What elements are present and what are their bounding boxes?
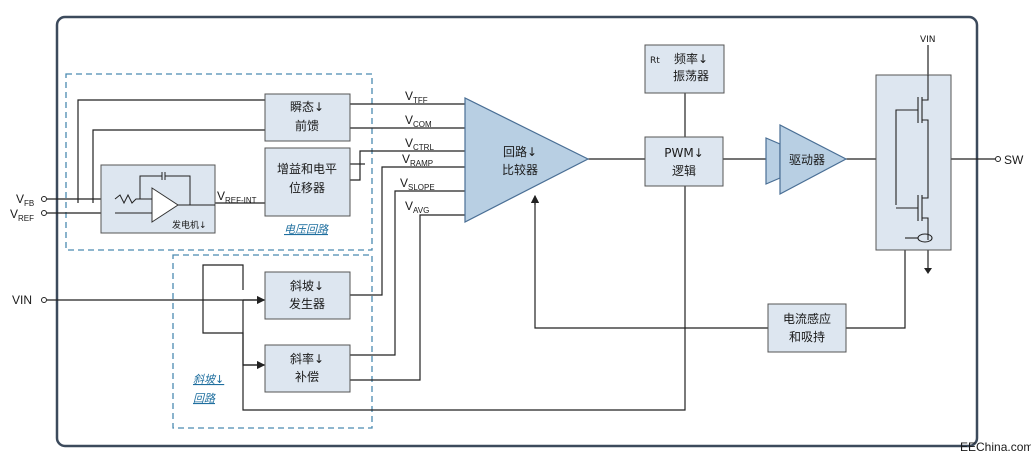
- oscillator-block: Rt 频率↓ 振荡器: [644, 44, 725, 94]
- gain-level-label-1: 增益和电平: [277, 162, 337, 176]
- voltage-loop-region: [65, 73, 373, 251]
- ramp-gen-label-1: 斜坡↓: [290, 279, 324, 293]
- slope-comp-label-1: 斜率↓: [290, 351, 324, 366]
- current-sense-label-1: 电流感应: [783, 311, 831, 326]
- oscillator-rt-label: Rt: [650, 56, 660, 66]
- driver-block: 驱动器: [765, 124, 848, 195]
- slope-comp-label-2: 补偿: [295, 369, 319, 384]
- transient-ff-block: 瞬态↓ 前馈: [264, 93, 351, 142]
- vref-pin-label: VREF: [10, 207, 34, 223]
- pwm-label-2: 逻辑: [672, 164, 696, 178]
- vfb-pin-label: VFB: [16, 192, 34, 208]
- vcom-label: VCOM: [405, 113, 432, 129]
- pwm-label-1: PWM↓: [664, 146, 704, 160]
- transient-ff-label-1: 瞬态↓: [290, 100, 324, 114]
- arrow-wires: [243, 194, 540, 370]
- vin-top-label: VIN: [920, 35, 936, 45]
- vctrl-label: VCTRL: [405, 136, 434, 152]
- voltage-loop-note: 电压回路: [284, 223, 329, 236]
- error-amp-block: 发电机↓: [100, 164, 216, 234]
- loop-comparator: 回路↓ 比较器: [464, 97, 590, 223]
- vramp-label: VRAMP: [402, 152, 433, 168]
- power-stage-block: [875, 74, 952, 274]
- wires: [47, 45, 995, 411]
- sw-pin-label: SW: [1004, 153, 1024, 167]
- gain-level-label-2: 位移器: [289, 180, 325, 195]
- comparator-label-1: 回路↓: [503, 144, 537, 159]
- comparator-label-2: 比较器: [502, 162, 538, 177]
- vtff-label: VTFF: [405, 89, 428, 105]
- amplifier-symbol: [151, 187, 179, 223]
- gain-level-block: 增益和电平 位移器: [264, 147, 351, 217]
- vslope-label: VSLOPE: [400, 176, 435, 192]
- oscillator-label-2: 振荡器: [673, 69, 709, 83]
- ramp-generator-block: 斜坡↓ 发生器: [264, 271, 351, 320]
- vin-pin-label: VIN: [12, 293, 32, 307]
- slope-comp-block: 斜率↓ 补偿: [264, 344, 351, 393]
- ramp-gen-label-2: 发生器: [289, 296, 325, 311]
- vrefint-label: VREF-INT: [217, 189, 257, 205]
- current-sense-label-2: 和吸持: [789, 329, 825, 344]
- transient-ff-label-2: 前馈: [295, 118, 319, 133]
- watermark: EEChina.com: [960, 440, 1031, 454]
- pwm-logic-block: PWM↓ 逻辑: [644, 136, 724, 187]
- current-sense-block: 电流感应 和吸持: [767, 303, 847, 353]
- pins: [41, 156, 1001, 303]
- outer-frame: [55, 15, 979, 448]
- ramp-loop-note-2: 回路: [193, 392, 216, 405]
- vavg-label: VAVG: [405, 199, 429, 215]
- driver-label: 驱动器: [789, 153, 825, 167]
- oscillator-label-1: 频率↓: [674, 51, 708, 66]
- ramp-loop-note-1: 斜坡↓: [193, 373, 224, 386]
- ramp-loop-region: [172, 254, 373, 429]
- amplifier-label: 发电机↓: [172, 219, 207, 231]
